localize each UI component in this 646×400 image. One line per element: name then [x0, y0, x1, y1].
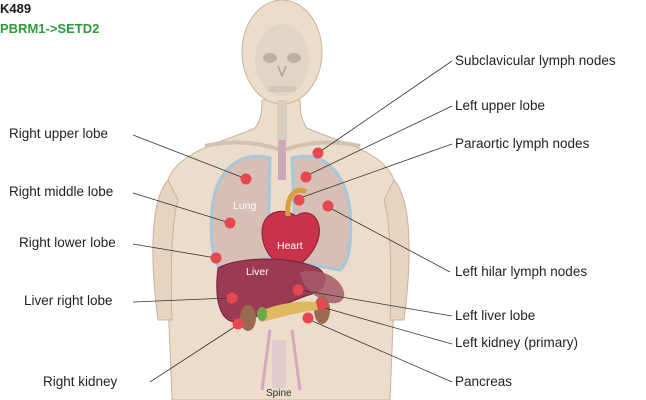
label-right-middle-lobe: Right middle lobe	[9, 184, 113, 200]
marker-right-upper-lobe	[241, 174, 252, 185]
label-right-lower-lobe: Right lower lobe	[19, 235, 116, 251]
marker-paraortic	[294, 195, 305, 206]
label-liver-right-lobe: Liver right lobe	[24, 293, 113, 309]
label-left-liver-lobe: Left liver lobe	[455, 308, 535, 324]
label-left-kidney-primary: Left kidney (primary)	[455, 335, 578, 351]
marker-left-hilar	[323, 201, 334, 212]
marker-left-liver-lobe	[293, 285, 304, 296]
label-left-hilar-lymph-nodes: Left hilar lymph nodes	[455, 264, 587, 280]
body-silhouette	[153, 0, 409, 400]
marker-left-upper-lobe	[301, 172, 312, 183]
marker-subclavicular	[313, 148, 324, 159]
organ-label-heart: Heart	[277, 240, 303, 252]
label-paraortic-lymph-nodes: Paraortic lymph nodes	[455, 136, 589, 152]
label-subclavicular-lymph-nodes: Subclavicular lymph nodes	[455, 53, 616, 69]
organ-label-spine: Spine	[266, 388, 292, 399]
marker-right-middle-lobe	[225, 218, 236, 229]
label-pancreas: Pancreas	[455, 374, 512, 390]
label-right-kidney: Right kidney	[43, 374, 117, 390]
label-left-upper-lobe: Left upper lobe	[455, 98, 545, 114]
marker-right-lower-lobe	[211, 253, 222, 264]
label-right-upper-lobe: Right upper lobe	[9, 126, 108, 142]
marker-right-kidney	[233, 319, 244, 330]
organ-label-liver: Liver	[246, 266, 269, 278]
organ-label-lung: Lung	[233, 200, 256, 212]
marker-left-kidney	[317, 299, 328, 310]
gallbladder	[257, 307, 267, 321]
marker-liver-right-lobe	[227, 293, 238, 304]
marker-pancreas	[303, 313, 314, 324]
